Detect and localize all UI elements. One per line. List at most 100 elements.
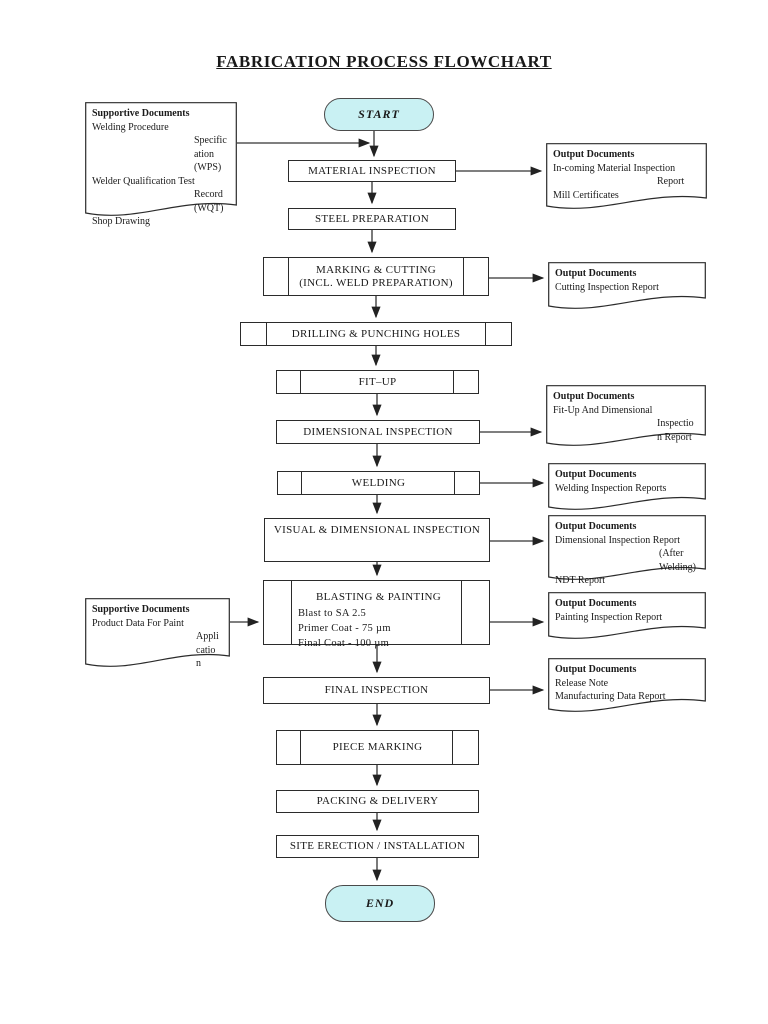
process-label: WELDING [351, 476, 406, 489]
doc-line: Record [194, 189, 223, 200]
doc-text: Output Documents Welding Inspection Repo… [548, 463, 706, 495]
doc-output-cutting: Output Documents Cutting Inspection Repo… [548, 262, 706, 310]
process-material-inspection: MATERIAL INSPECTION [288, 160, 456, 182]
process-packing-delivery: PACKING & DELIVERY [276, 790, 479, 813]
doc-line: NDT Report [555, 575, 606, 586]
subprocess-bar-right [452, 730, 453, 765]
end-terminator: END [325, 885, 435, 922]
doc-line: Welding Procedure [92, 121, 169, 133]
doc-line: Release Note [555, 677, 609, 689]
blasting-detail-final: Final Coat - 100 µm [298, 638, 390, 649]
subprocess-bar-left [288, 257, 289, 296]
process-visual-dimensional-inspection: VISUAL & DIMENSIONAL INSPECTION [264, 518, 490, 562]
process-label: SITE ERECTION / INSTALLATION [289, 840, 466, 852]
doc-text: Output Documents Fit-Up And Dimensional … [546, 385, 706, 444]
doc-output-final: Output Documents Release Note Manufactur… [548, 658, 706, 713]
doc-line: ation [194, 148, 214, 160]
doc-line: (WPS) [194, 162, 222, 173]
process-label: MARKING & CUTTING (INCL. WELD PREPARATIO… [299, 264, 453, 290]
doc-line: Welder Qualification Test [92, 175, 195, 187]
subprocess-bar-left [300, 730, 301, 765]
document-shape [546, 385, 706, 446]
page-title: FABRICATION PROCESS FLOWCHART [216, 52, 552, 71]
doc-output-dimensional: Output Documents Dimensional Inspection … [548, 515, 706, 586]
blasting-detail-primer: Primer Coat - 75 µm [298, 623, 391, 634]
doc-text: Output Documents Painting Inspection Rep… [548, 592, 706, 624]
doc-text: Output Documents Release Note Manufactur… [548, 658, 706, 704]
process-steel-preparation: STEEL PREPARATION [288, 208, 456, 230]
doc-heading: Output Documents [555, 469, 637, 480]
doc-line: (After [659, 548, 684, 559]
process-label: BLASTING & PAINTING [315, 591, 442, 603]
doc-heading: Output Documents [555, 521, 637, 532]
process-label: DIMENSIONAL INSPECTION [303, 425, 453, 438]
doc-heading: Output Documents [553, 149, 635, 160]
doc-text: Output Documents Dimensional Inspection … [548, 515, 706, 588]
doc-line: catio [196, 644, 216, 656]
doc-line: Dimensional Inspection Report [555, 534, 680, 546]
doc-line: Welding) [659, 561, 696, 573]
blasting-detail-blast: Blast to SA 2.5 [298, 608, 367, 619]
start-terminator: START [324, 98, 434, 131]
blasting-content: BLASTING & PAINTING Blast to SA 2.5 Prim… [264, 586, 489, 651]
process-label: FINAL INSPECTION [324, 684, 429, 696]
process-dimensional-inspection: DIMENSIONAL INSPECTION [276, 420, 480, 444]
process-label: FIT–UP [358, 375, 397, 388]
process-site-erection: SITE ERECTION / INSTALLATION [276, 835, 479, 858]
process-drilling-punching: DRILLING & PUNCHING HOLES [240, 322, 512, 346]
process-label: VISUAL & DIMENSIONAL INSPECTION [273, 524, 481, 536]
end-label: END [365, 896, 395, 910]
doc-output-fitup: Output Documents Fit-Up And Dimensional … [546, 385, 706, 447]
doc-supportive-welding: Supportive Documents Welding Procedure S… [85, 102, 237, 227]
process-label: PIECE MARKING [332, 741, 423, 753]
document-shape [548, 592, 706, 639]
doc-line: Manufacturing Data Report [555, 691, 666, 702]
doc-heading: Output Documents [553, 391, 635, 402]
process-marking-cutting: MARKING & CUTTING (INCL. WELD PREPARATIO… [263, 257, 489, 296]
subprocess-bar-left [291, 580, 292, 645]
subprocess-bar-right [463, 257, 464, 296]
process-label-line1: MARKING & CUTTING [316, 263, 436, 276]
start-label: START [358, 107, 400, 121]
process-label-line2: (INCL. WELD PREPARATION) [299, 276, 453, 289]
doc-text: Output Documents Cutting Inspection Repo… [548, 262, 706, 294]
process-blasting-painting: BLASTING & PAINTING Blast to SA 2.5 Prim… [263, 580, 490, 649]
doc-line: Painting Inspection Report [555, 611, 663, 623]
doc-supportive-paint: Supportive Documents Product Data For Pa… [85, 598, 230, 669]
doc-line: Inspectio [657, 418, 694, 429]
document-shape [546, 143, 707, 209]
doc-line: n [196, 658, 201, 669]
process-label: DRILLING & PUNCHING HOLES [291, 327, 461, 340]
document-shape [548, 262, 706, 309]
doc-text: Supportive Documents Welding Procedure S… [85, 102, 237, 229]
subprocess-bar-left [300, 370, 301, 394]
process-label: PACKING & DELIVERY [316, 795, 439, 807]
doc-line: Product Data For Paint [92, 617, 184, 629]
doc-heading: Output Documents [555, 664, 637, 675]
doc-line: Mill Certificates [553, 189, 619, 201]
doc-output-welding: Output Documents Welding Inspection Repo… [548, 463, 706, 511]
doc-heading: Supportive Documents [92, 604, 190, 615]
doc-line: (WQT) [194, 202, 224, 214]
process-fit-up: FIT–UP [276, 370, 479, 394]
doc-output-painting: Output Documents Painting Inspection Rep… [548, 592, 706, 640]
doc-heading: Output Documents [555, 598, 637, 609]
doc-line: Shop Drawing [92, 216, 151, 227]
doc-line: n Report [657, 431, 692, 443]
subprocess-bar-right [485, 322, 486, 346]
process-label: MATERIAL INSPECTION [308, 164, 436, 177]
process-final-inspection: FINAL INSPECTION [263, 677, 490, 704]
doc-line: Cutting Inspection Report [555, 281, 659, 293]
document-shape [85, 598, 230, 667]
process-label: STEEL PREPARATION [315, 212, 429, 225]
subprocess-bar-left [301, 471, 302, 495]
doc-line: Specific [194, 135, 227, 146]
subprocess-bar-right [453, 370, 454, 394]
doc-line: In-coming Material Inspection [553, 162, 676, 174]
subprocess-bar-right [454, 471, 455, 495]
doc-line: Welding Inspection Reports [555, 482, 667, 494]
document-shape [548, 515, 706, 580]
subprocess-bar-right [461, 580, 462, 645]
